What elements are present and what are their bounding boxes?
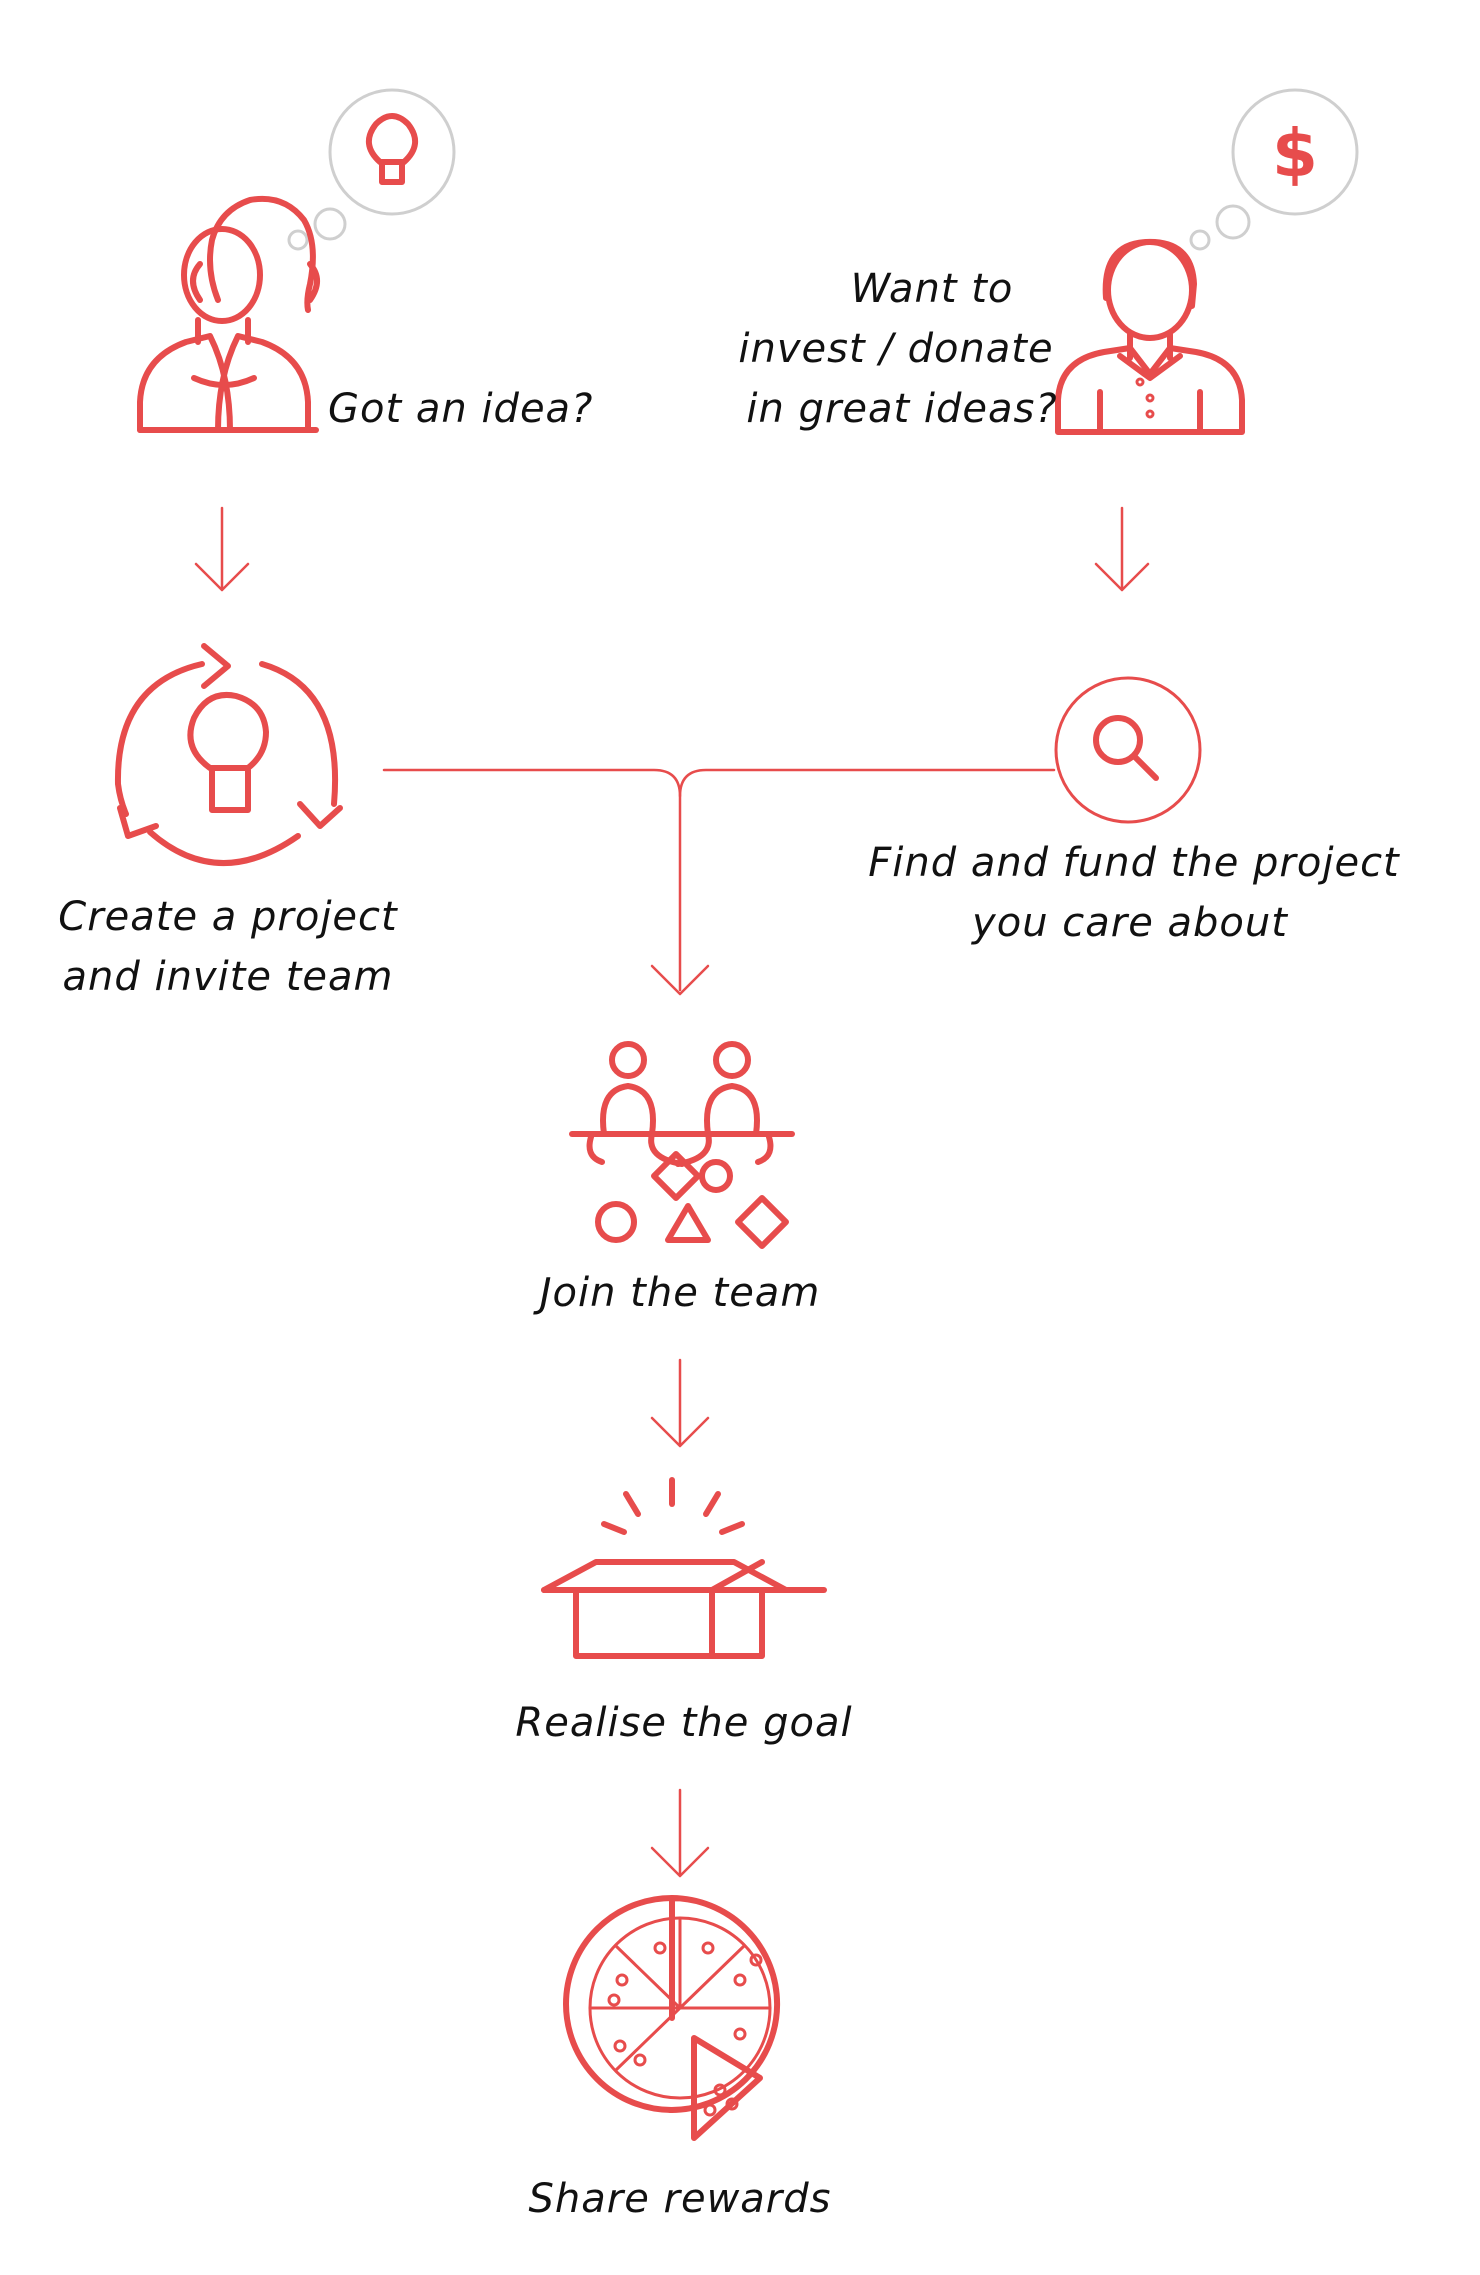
label-create-1: Create a project	[58, 894, 398, 940]
magnifier-icon	[1054, 676, 1202, 824]
dollar-icon: $	[1272, 115, 1318, 192]
label-realise: Realise the goal	[515, 1700, 852, 1746]
label-join: Join the team	[533, 1270, 821, 1316]
merge-connector	[382, 768, 1056, 996]
man-icon	[1055, 238, 1245, 435]
arrow-invest-to-find	[1094, 506, 1150, 592]
label-create-2: and invite team	[63, 954, 394, 1000]
label-idea: Got an idea?	[328, 386, 593, 432]
arrow-join-to-realise	[650, 1358, 710, 1448]
arrow-realise-to-share	[650, 1788, 710, 1878]
cycle-lightbulb-icon	[114, 643, 343, 866]
lightbulb-icon	[366, 113, 418, 185]
team-shapes-icon	[569, 1041, 795, 1249]
label-invest-1: Want to	[851, 266, 1014, 312]
pizza-icon	[563, 1895, 780, 2141]
label-find-1: Find and fund the project	[868, 840, 1400, 886]
thought-bubble-idea	[287, 88, 456, 251]
label-share: Share rewards	[529, 2176, 832, 2222]
label-find-2: you care about	[971, 900, 1288, 946]
open-box-icon	[541, 1477, 827, 1659]
label-invest-3: in great ideas?	[746, 386, 1057, 432]
svg-text:$: $	[1272, 115, 1318, 192]
woman-icon	[137, 195, 320, 433]
arrow-idea-to-create	[194, 506, 250, 592]
thought-bubble-invest	[1189, 88, 1359, 251]
label-invest-2: invest / donate	[738, 326, 1053, 372]
